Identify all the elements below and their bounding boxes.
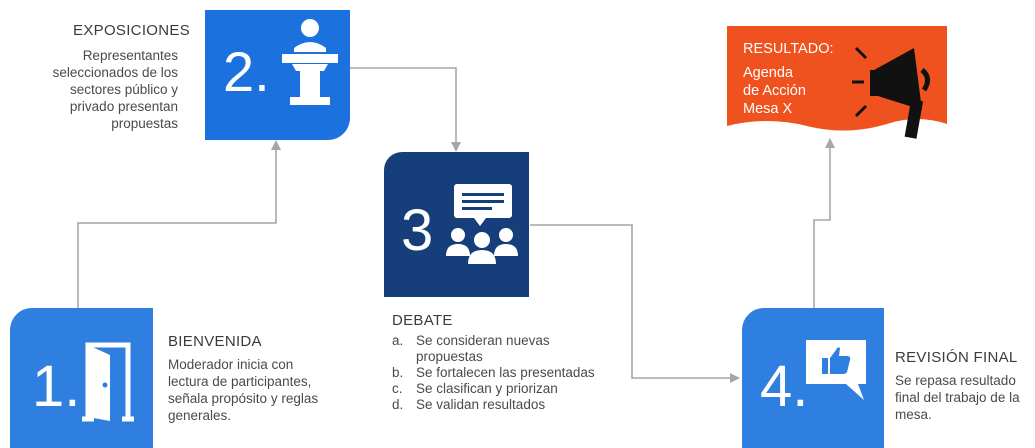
step-1-description-line: señala propósito y reglas — [168, 391, 319, 406]
list-item-line: Se clasifican y priorizan — [416, 381, 558, 396]
connector-2-to-3 — [350, 67, 461, 152]
step-1-description-line: generales. — [168, 408, 232, 423]
result-card: RESULTADO: Agenda de Acción Mesa X — [727, 26, 947, 136]
step-1-tile: 1. — [10, 308, 153, 448]
step-2-number: 2. — [223, 40, 270, 103]
list-item: b. Se fortalecen las presentadas — [392, 365, 632, 381]
list-marker: a. — [392, 333, 404, 348]
step-1-title: BIENVENIDA — [168, 333, 262, 350]
megaphone-icon — [852, 46, 930, 139]
step-2-description: Representantes seleccionados de los sect… — [20, 47, 178, 132]
list-item: d. Se validan resultados — [392, 397, 632, 413]
connector-4-to-result — [813, 138, 835, 308]
result-line: de Acción — [743, 83, 806, 99]
debate-list: a. Se consideran nuevas propuestas b. Se… — [392, 333, 632, 413]
list-item-line: Se fortalecen las presentadas — [416, 365, 595, 380]
step-3-title: DEBATE — [392, 312, 453, 329]
step-3-number: 3 — [401, 198, 434, 263]
step-4-description-line: final del trabajo de la — [895, 390, 1020, 405]
step-4-description-line: Se repasa resultado — [895, 373, 1016, 388]
podium-speaker-icon — [282, 19, 338, 105]
step-2-title: EXPOSICIONES — [73, 22, 190, 39]
step-4-number: 4. — [760, 354, 809, 419]
step-4-tile: 4. — [742, 308, 884, 448]
connector-1-to-2 — [77, 140, 281, 308]
result-card-shape — [727, 26, 947, 131]
step-4-description: Se repasa resultado final del trabajo de… — [895, 372, 1035, 423]
step-4-description-line: mesa. — [895, 407, 932, 422]
step-2-description-line: sectores público y — [69, 82, 178, 97]
list-item-line: Se consideran nuevas — [416, 333, 550, 348]
list-marker: d. — [392, 397, 404, 412]
list-item: c. Se clasifican y priorizan — [392, 381, 632, 397]
step-1-description: Moderador inicia con lectura de particip… — [168, 356, 368, 424]
door-icon — [82, 342, 134, 422]
step-4-title: REVISIÓN FINAL — [895, 349, 1018, 366]
step-2-description-line: seleccionados de los — [52, 65, 178, 80]
list-item-line: Se validan resultados — [416, 397, 546, 412]
thumbs-up-chat-icon — [806, 340, 866, 400]
list-item: a. Se consideran nuevas propuestas — [392, 333, 632, 365]
step-2-description-line: privado presentan — [69, 99, 178, 114]
list-marker: b. — [392, 365, 404, 380]
list-marker: c. — [392, 381, 403, 396]
result-line: Agenda — [743, 65, 793, 81]
step-2-description-line: Representantes — [82, 48, 178, 63]
list-item-line: propuestas — [416, 349, 483, 364]
connector-3-to-4 — [530, 224, 740, 383]
step-1-number: 1. — [32, 354, 81, 419]
step-2-description-line: propuestas — [111, 116, 178, 131]
step-2-tile: 2. — [205, 10, 350, 140]
discussion-group-icon — [446, 184, 518, 264]
step-1-description-line: lectura de participantes, — [168, 374, 312, 389]
result-line: Mesa X — [743, 101, 793, 117]
step-3-tile: 3 — [384, 152, 529, 297]
step-1-description-line: Moderador inicia con — [168, 357, 294, 372]
result-title: RESULTADO: — [743, 41, 834, 57]
